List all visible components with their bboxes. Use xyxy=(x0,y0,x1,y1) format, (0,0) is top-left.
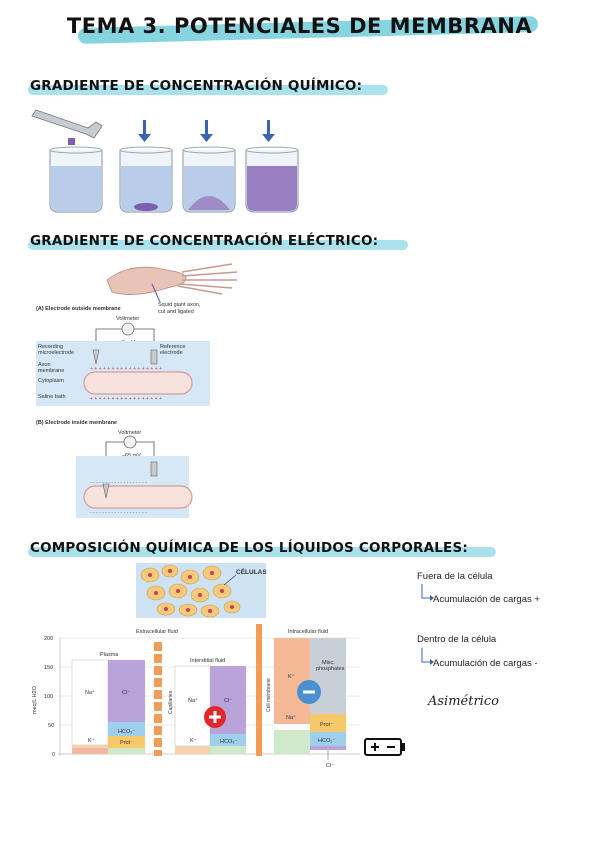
beaker-2 xyxy=(119,146,173,213)
plasma-bars xyxy=(71,659,145,754)
beaker-3 xyxy=(182,146,236,213)
k-label: K⁺ xyxy=(190,737,197,744)
arrow-bracket-icon xyxy=(421,584,434,601)
na-label: Na⁺ xyxy=(286,714,296,721)
voltmeter-icon xyxy=(121,322,135,336)
axon-label: Axon xyxy=(38,362,51,368)
arrow-bracket-icon xyxy=(421,648,434,665)
svg-text:200: 200 xyxy=(44,636,53,642)
spatula-icon xyxy=(31,109,103,145)
hco3-label: HCO₃⁻ xyxy=(220,739,237,745)
cells-label: CÉLULAS xyxy=(236,567,266,576)
page-title: TEMA 3. POTENCIALES DE MEMBRANA xyxy=(66,14,533,38)
reference-label: Reference xyxy=(160,344,185,350)
panel-b-label: (B) Electrode inside membrane xyxy=(36,420,117,426)
svg-text:+ + + + + + + + + + + + + + +: + + + + + + + + + + + + + + + + + xyxy=(90,396,162,402)
beaker-4 xyxy=(245,146,299,213)
reference-label: electrode xyxy=(160,350,183,356)
voltmeter-label: Voltmeter xyxy=(118,430,141,436)
note-inside: Dentro de la célula xyxy=(417,634,497,645)
cl-label: Cl⁻ xyxy=(326,763,334,769)
cl-label: Cl⁻ xyxy=(122,690,130,696)
squid-icon xyxy=(106,263,238,303)
interstitial-label: Interstitial fluid xyxy=(190,658,225,664)
axon-a xyxy=(83,371,193,395)
battery-icon xyxy=(364,738,405,756)
na-label: Na⁺ xyxy=(188,697,198,704)
cytoplasm-label: Cytoplasm xyxy=(38,378,64,384)
svg-text:0: 0 xyxy=(52,752,55,758)
recording-label: Recording xyxy=(38,344,63,350)
note-outside-sub: Acumulación de cargas + xyxy=(433,594,540,605)
section-highlight xyxy=(28,240,408,250)
fluid-composition-chart: meq/L H2O 200 150 100 50 0 Extracellular… xyxy=(32,624,360,769)
section-title-electric: GRADIENTE DE CONCENTRACIÓN ELÉCTRICO: xyxy=(30,233,379,249)
plasma-label: Plasma xyxy=(100,652,119,658)
recording-label: microelectrode xyxy=(38,350,74,356)
note-inside-sub: Acumulación de cargas - xyxy=(433,658,538,669)
section-highlight xyxy=(28,547,496,557)
section-title-composition: COMPOSICIÓN QUÍMICA DE LOS LÍQUIDOS CORP… xyxy=(30,540,468,556)
k-label: K⁺ xyxy=(88,737,95,744)
na-label: Na⁺ xyxy=(85,689,95,696)
svg-text:100: 100 xyxy=(44,694,53,700)
k-label: K⁺ xyxy=(288,673,295,680)
voltmeter-icon xyxy=(123,435,137,449)
y-ticks: 200 150 100 50 0 xyxy=(44,636,55,758)
capillary-wall xyxy=(154,642,162,756)
beakers-illustration xyxy=(31,109,299,213)
saline-label: Saline bath xyxy=(38,394,66,400)
panel-a-label: (A) Electrode outside membrane xyxy=(36,306,121,312)
interstitial-bars xyxy=(174,665,246,754)
hco3-label: HCO₃⁻ xyxy=(318,738,335,744)
cl-label: Cl⁻ xyxy=(224,698,232,704)
arrow-icons xyxy=(138,120,275,142)
svg-text:- - - - - - - - - - - - - - -: - - - - - - - - - - - - - - - - - - - xyxy=(90,510,147,516)
axon-electrode-figure: Squid giant axon, cut and ligated (A) El… xyxy=(36,263,238,518)
squid-label: cut and ligated xyxy=(158,309,194,315)
cell-membrane-bar xyxy=(256,624,262,756)
svg-text:+ + + + + + + + + + + + + + +: + + + + + + + + + + + + + + + + + xyxy=(90,366,162,372)
svg-text:150: 150 xyxy=(44,665,53,671)
misc-label: Misc. xyxy=(322,660,335,666)
section-title-chemical: GRADIENTE DE CONCENTRACIÓN QUÍMICO: xyxy=(30,78,363,94)
axon-b xyxy=(83,485,193,509)
squid-label: Squid giant axon, xyxy=(158,302,201,308)
intracellular-label: Intracellular fluid xyxy=(288,629,328,635)
cell-membrane-label: Cell membrane xyxy=(266,678,272,712)
beaker-1 xyxy=(49,146,103,213)
prot-label: Prot⁻ xyxy=(120,740,133,746)
minus-charge-icon xyxy=(297,680,321,704)
hco3-label: HCO₃⁻ xyxy=(118,729,135,735)
extracellular-label: Extracellular fluid xyxy=(136,629,178,635)
svg-text:- - - - - - - - - - - - - - -: - - - - - - - - - - - - - - - - - - - xyxy=(90,480,147,486)
svg-text:50: 50 xyxy=(48,723,54,729)
note-asymmetric: Asimétrico xyxy=(428,694,499,709)
misc-label: phosphates xyxy=(316,666,345,672)
section-highlight xyxy=(28,85,388,95)
cells-illustration: CÉLULAS xyxy=(136,563,266,618)
y-axis-label: meq/L H2O xyxy=(32,685,38,714)
capillaries-label: Capillaries xyxy=(168,690,174,714)
voltmeter-label: Voltmeter xyxy=(116,316,139,322)
plus-charge-icon xyxy=(204,706,226,728)
note-outside: Fuera de la célula xyxy=(417,571,493,582)
prot-label: Prot⁻ xyxy=(320,722,333,728)
axon-label: membrane xyxy=(38,368,64,374)
